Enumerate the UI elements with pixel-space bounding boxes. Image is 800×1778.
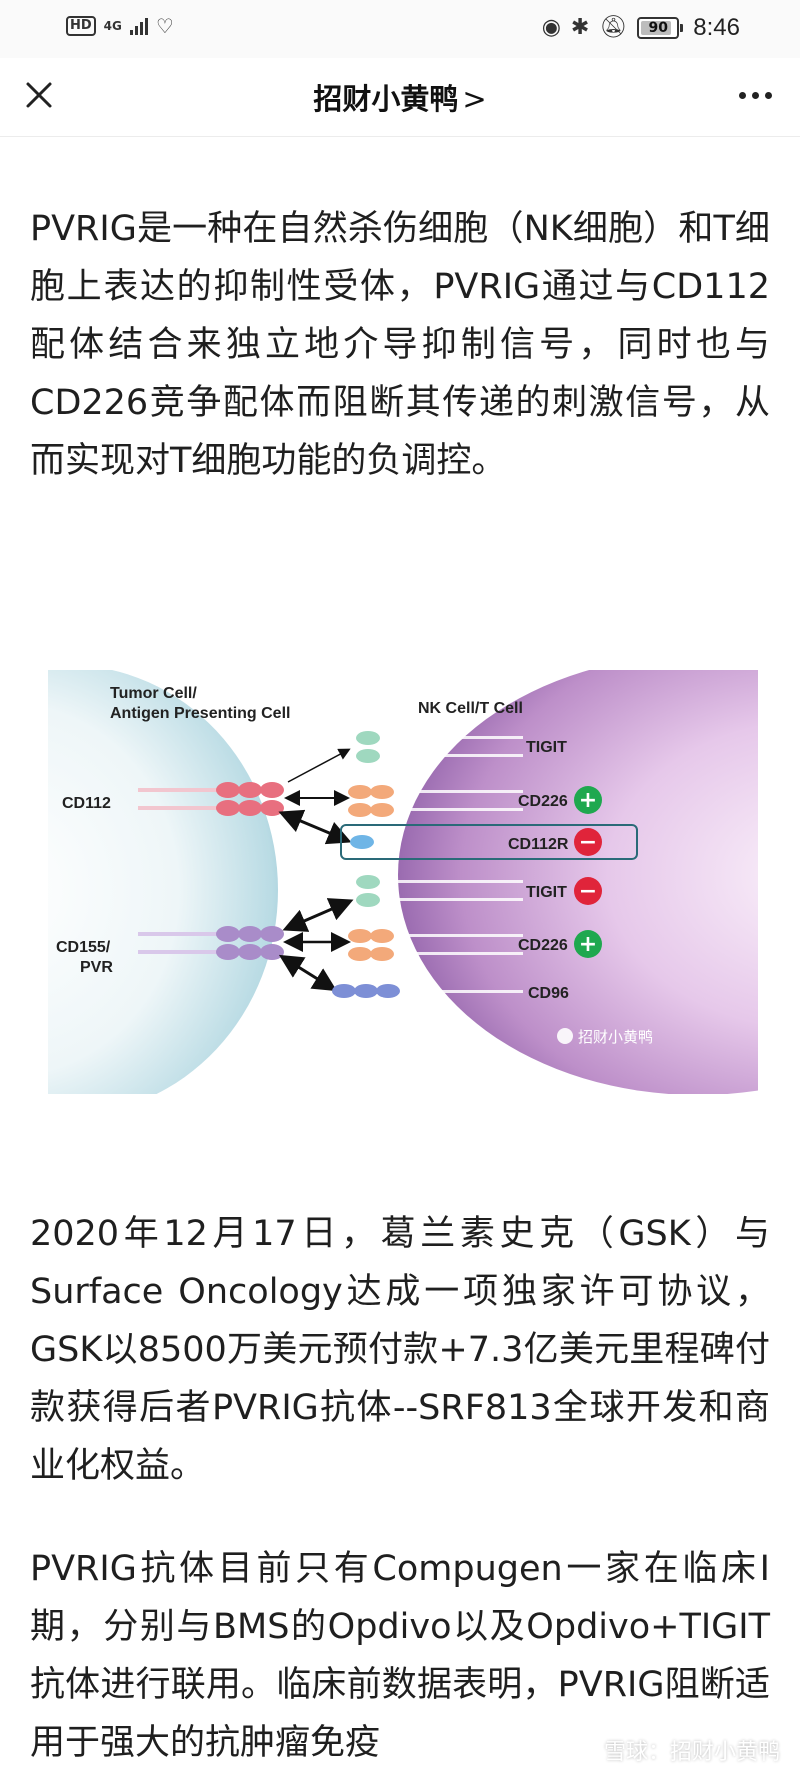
ligand-cd155-label: CD155/: [56, 939, 111, 956]
minus-sign-icon: −: [574, 877, 602, 905]
eye-icon: ◉: [541, 15, 561, 40]
chevron-right-icon: >: [462, 82, 487, 116]
network-type: 4G: [103, 19, 122, 33]
receptor-label: CD226: [518, 937, 568, 954]
status-bar: HD 4G ♡ ◉ ✱ 🔕︎ 90 8:46: [0, 0, 800, 58]
plus-sign-icon: +: [574, 930, 602, 958]
pvrig-diagram: Tumor Cell/ Antigen Presenting Cell NK C…: [48, 670, 758, 1094]
cd112-ligand: [138, 782, 284, 816]
receptor-label: CD112R: [508, 836, 569, 853]
receptor-label: TIGIT: [526, 884, 567, 901]
svg-text:−: −: [579, 830, 597, 855]
left-cell-title-1: Tumor Cell/: [110, 685, 197, 702]
svg-text:招财小黄鸭: 招财小黄鸭: [578, 1028, 653, 1046]
image-watermark: 招财小黄鸭: [557, 1028, 653, 1046]
receptor-label: TIGIT: [526, 739, 567, 756]
receptor-label: CD96: [528, 985, 569, 1002]
receptor-label: CD226: [518, 793, 568, 810]
close-icon[interactable]: [22, 78, 58, 114]
tumor-cell-shape: [48, 670, 278, 1094]
svg-text:−: −: [579, 879, 597, 904]
nav-bar: 招财小黄鸭>: [0, 58, 800, 137]
figure-image[interactable]: Tumor Cell/ Antigen Presenting Cell NK C…: [48, 670, 758, 1094]
hd-icon: HD: [66, 16, 96, 36]
cd155-ligand: [138, 926, 284, 960]
battery-icon: 90: [637, 17, 684, 39]
health-icon: ♡: [155, 14, 174, 38]
left-cell-title-2: Antigen Presenting Cell: [110, 705, 290, 722]
interaction-arrows: [278, 748, 354, 992]
paragraph: PVRIG是一种在自然杀伤细胞（NK细胞）和T细胞上表达的抑制性受体，PVRIG…: [30, 209, 770, 481]
account-name-link[interactable]: 招财小黄鸭>: [0, 76, 800, 118]
mute-bell-icon: 🔕︎: [599, 15, 628, 40]
ligand-pvr-label: PVR: [80, 959, 113, 976]
svg-text:+: +: [579, 788, 597, 813]
svg-text:+: +: [579, 932, 597, 957]
site-watermark: 雪球：招财小黄鸭: [603, 1740, 780, 1765]
battery-level: 90: [648, 20, 669, 36]
more-options-icon[interactable]: [739, 92, 772, 99]
signal-icon: [129, 17, 148, 35]
minus-sign-icon: −: [574, 828, 602, 856]
clock: 8:46: [693, 14, 740, 41]
wechat-icon: [557, 1028, 573, 1044]
ligand-cd112-label: CD112: [62, 795, 111, 812]
plus-sign-icon: +: [574, 786, 602, 814]
right-cell-title: NK Cell/T Cell: [418, 700, 523, 717]
paragraph: 2020年12月17日，葛兰素史克（GSK）与Surface Oncology达…: [30, 1214, 770, 1486]
account-name: 招财小黄鸭: [313, 82, 459, 116]
bluetooth-icon: ✱: [570, 15, 590, 40]
receptor-stalks: [332, 731, 523, 998]
cd112r-highlight-box: [340, 824, 638, 860]
paragraph: PVRIG抗体目前只有Compugen一家在临床I期，分别与BMS的Opdivo…: [30, 1549, 770, 1763]
